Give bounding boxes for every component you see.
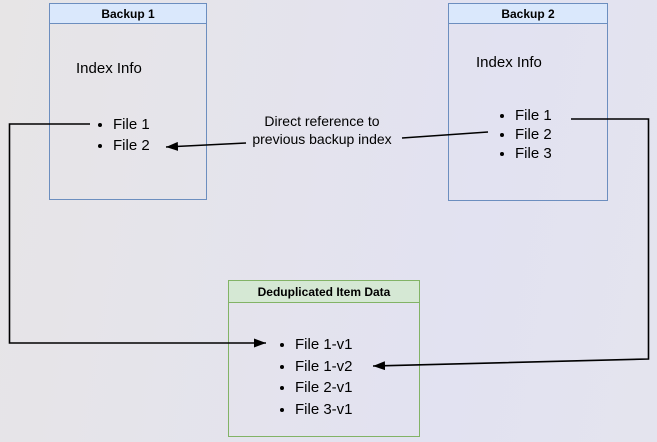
file-item: File 1-v2: [295, 356, 353, 378]
file-item: File 3: [515, 144, 552, 163]
dedup-file-list: File 1-v1File 1-v2File 2-v1File 3-v1: [278, 334, 353, 420]
file-item: File 2: [515, 125, 552, 144]
backup2-box: Backup 2 Index Info File 1File 2File 3: [448, 3, 608, 201]
file-item: File 1-v1: [295, 334, 353, 356]
backup2-file-list: File 1File 2File 3: [498, 106, 552, 163]
direct-reference-label: Direct reference to previous backup inde…: [252, 113, 392, 147]
backup1-file-list: File 1File 2: [96, 114, 150, 156]
backup1-box: Backup 1 Index Info File 1File 2: [49, 3, 207, 200]
file-item: File 1: [113, 114, 150, 135]
dedup-title: Deduplicated Item Data: [229, 281, 419, 303]
backup1-index-info-label: Index Info: [76, 60, 142, 77]
file-item: File 3-v1: [295, 399, 353, 421]
backup1-title: Backup 1: [50, 4, 206, 24]
file-item: File 2-v1: [295, 377, 353, 399]
backup2-index-info-label: Index Info: [476, 54, 542, 71]
file-item: File 2: [113, 135, 150, 156]
deduplicated-item-data-box: Deduplicated Item Data File 1-v1File 1-v…: [228, 280, 420, 437]
backup2-title: Backup 2: [449, 4, 607, 24]
file-item: File 1: [515, 106, 552, 125]
